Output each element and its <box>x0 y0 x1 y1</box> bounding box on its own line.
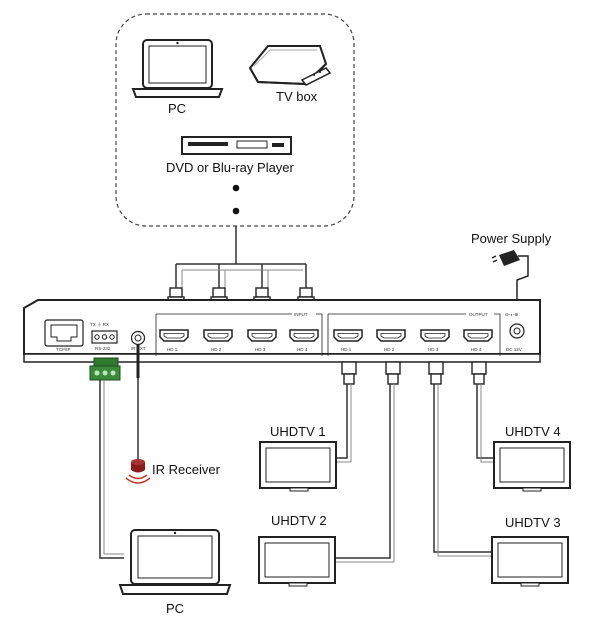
output-group-label: OUTPUT <box>469 312 488 317</box>
more-sources-dot <box>232 207 240 215</box>
svg-text:⊖-◐-⊕: ⊖-◐-⊕ <box>505 312 518 317</box>
input-group-label: INPUT <box>294 312 308 317</box>
rs232-label: RS-232 <box>95 346 111 351</box>
ir-ext-jack <box>130 330 146 346</box>
uhdtv-3-label: UHDTV 3 <box>505 515 561 530</box>
control-pc-laptop <box>118 529 232 595</box>
output-port-4 <box>463 329 493 342</box>
uhdtv-4-label: UHDTV 4 <box>505 424 561 439</box>
remote-control-icon <box>300 67 332 86</box>
source-pc-laptop <box>131 39 224 98</box>
uhdtv-3-monitor <box>491 536 569 587</box>
output-cables <box>334 384 494 563</box>
input-port-3-label: HD 3 <box>255 347 266 352</box>
dvd-player-label: DVD or Blu-ray Player <box>166 160 295 175</box>
input-port-3 <box>247 329 277 342</box>
rs232-port <box>91 330 118 344</box>
output-port-1-label: HD 1 <box>341 347 352 352</box>
dvd-player-device <box>181 136 292 155</box>
source-pc-label: PC <box>168 101 186 116</box>
input-port-2-label: HD 2 <box>211 347 222 352</box>
input-port-4 <box>289 329 319 342</box>
rs232-cable <box>99 380 124 559</box>
uhdtv-2-monitor <box>258 536 336 587</box>
input-cable-bundle <box>175 226 307 288</box>
input-port-1-label: HD 1 <box>167 347 178 352</box>
output-port-3 <box>420 329 450 342</box>
output-group-frame <box>327 313 501 356</box>
input-port-4-label: HD 4 <box>297 347 308 352</box>
tcpip-port <box>44 319 84 347</box>
output-port-2-label: HD 2 <box>384 347 395 352</box>
output-port-1 <box>333 329 363 342</box>
dc-power-jack: ⊖-◐-⊕ <box>505 312 525 339</box>
input-group-frame <box>155 313 323 356</box>
ir-receiver-label: IR Receiver <box>152 462 221 477</box>
ir-receiver-icon <box>125 459 151 484</box>
rs232-txrx-label: TX ⏚ RX <box>90 321 109 327</box>
sources-group-box <box>115 13 355 227</box>
matrix-switch-chassis <box>23 299 541 363</box>
input-port-2 <box>203 329 233 342</box>
dc-label: DC 12V <box>506 347 522 352</box>
control-pc-label: PC <box>166 601 184 616</box>
input-port-1 <box>159 329 189 342</box>
uhdtv-1-label: UHDTV 1 <box>270 424 326 439</box>
tv-box-device <box>248 45 332 86</box>
output-port-3-label: HD 3 <box>428 347 439 352</box>
rs232-terminal-block <box>89 357 121 381</box>
output-hdmi-ports <box>333 329 493 342</box>
output-port-2 <box>376 329 406 342</box>
tv-box-label: TV box <box>276 89 318 104</box>
uhdtv-1-monitor <box>259 441 337 492</box>
output-hdmi-plug <box>341 361 487 385</box>
output-port-4-label: HD 4 <box>471 347 482 352</box>
more-sources-dot <box>232 184 240 192</box>
uhdtv-2-label: UHDTV 2 <box>271 513 327 528</box>
input-hdmi-ports <box>159 329 319 342</box>
power-supply-label: Power Supply <box>471 231 552 246</box>
uhdtv-4-monitor <box>493 441 571 492</box>
tcpip-label: TCP/IP <box>56 347 71 352</box>
